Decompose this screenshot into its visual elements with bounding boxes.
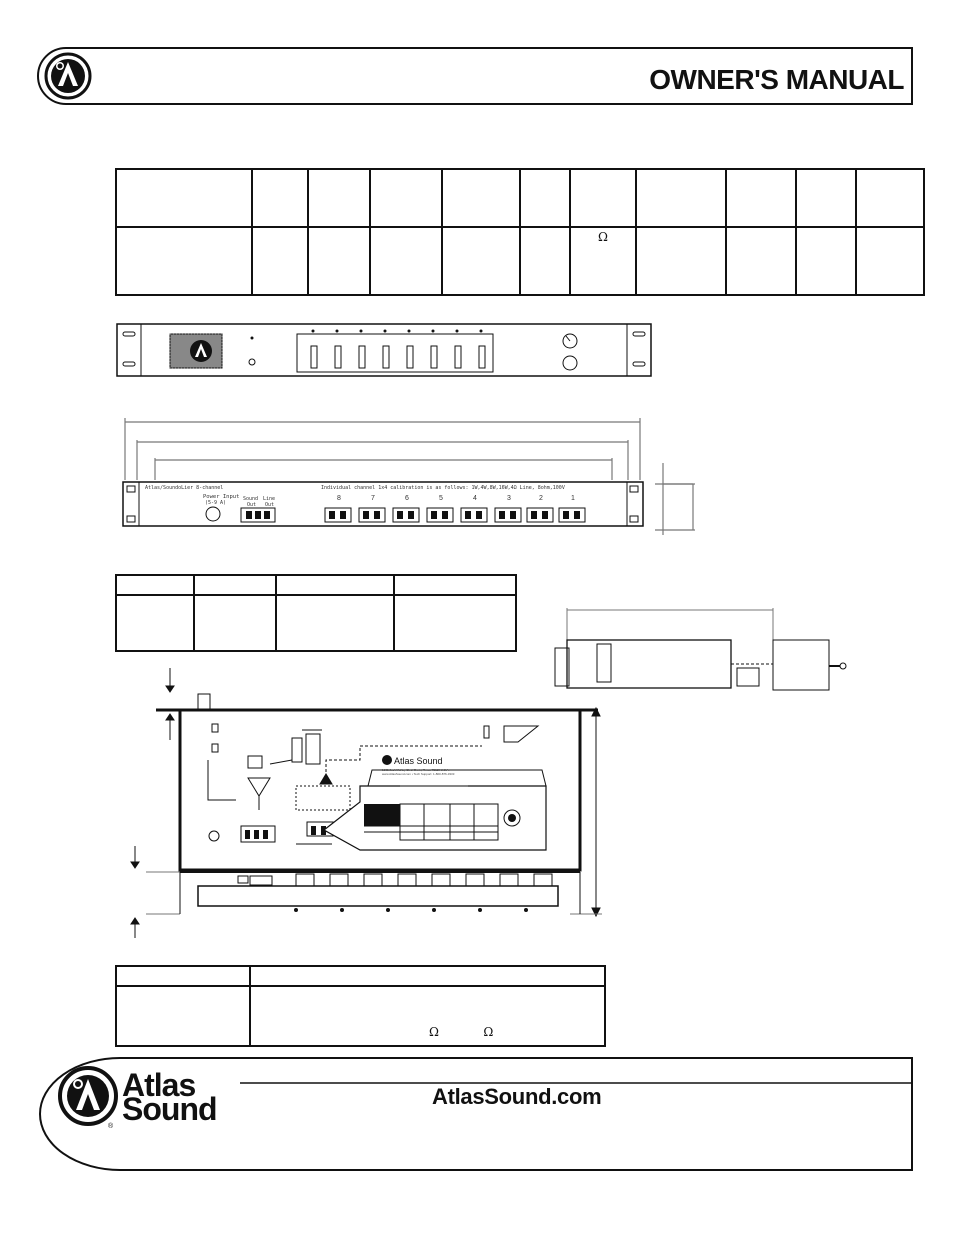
spec-table-bottom: Ω Ω bbox=[115, 965, 606, 1047]
rear-panel-diagram: Atlas/SoundoLier 8-channel Individual ch… bbox=[122, 418, 695, 535]
front-panel-diagram bbox=[116, 323, 652, 377]
ohm-symbol: Ω bbox=[429, 1025, 439, 1039]
spec-table-middle bbox=[115, 574, 517, 652]
rear-channel-number: 6 bbox=[405, 495, 409, 502]
power-input-label: Power Input bbox=[203, 494, 239, 500]
power-knob bbox=[562, 355, 578, 371]
line-out-sub: Out bbox=[265, 502, 274, 508]
atlas-sound-logo-icon bbox=[58, 1066, 118, 1126]
rear-channel-number: 8 bbox=[337, 495, 341, 502]
power-input-sub: (5-9 A) bbox=[205, 500, 226, 506]
speaker-grille bbox=[169, 333, 223, 369]
rear-channel-number: 5 bbox=[439, 495, 443, 502]
header-frame bbox=[37, 47, 913, 105]
page-title: OWNER'S MANUAL bbox=[649, 64, 904, 95]
rear-instruction-text: Individual channel 1x4 calibration is as… bbox=[321, 485, 565, 491]
rear-channel-number: 3 bbox=[507, 495, 511, 502]
footer-frame: ® bbox=[39, 1057, 913, 1171]
rear-channel-number: 2 bbox=[539, 495, 543, 502]
ohm-symbol: Ω bbox=[598, 230, 608, 244]
sound-out-sub: Out bbox=[247, 502, 256, 508]
rear-channel-number: 4 bbox=[473, 495, 477, 502]
line-out-label: Line bbox=[263, 496, 275, 502]
channel-meters bbox=[310, 329, 486, 369]
footer-website-link[interactable]: AtlasSound.com bbox=[432, 1084, 602, 1109]
side-view-diagram bbox=[554, 608, 847, 691]
atlas-logo-icon bbox=[44, 52, 92, 100]
card-address: 1601 Jack McKay Blvd. Ennis, Texas 75119… bbox=[382, 768, 450, 772]
brand-word-atlas: Atlas bbox=[122, 1067, 196, 1103]
brand-word-sound: Sound bbox=[122, 1091, 218, 1127]
svg-text:®: ® bbox=[108, 1122, 114, 1130]
volume-knob bbox=[562, 333, 578, 349]
rear-model-label: Atlas/SoundoLier 8-channel bbox=[145, 485, 223, 491]
rear-channel-number: 1 bbox=[571, 495, 575, 502]
card-logo-icon bbox=[382, 755, 392, 765]
card-brand: Atlas Sound bbox=[394, 756, 443, 766]
rear-channel-number: 7 bbox=[371, 495, 375, 502]
card-contact: www.AtlasSound.com • Tech Support: 1-800… bbox=[382, 772, 455, 776]
sound-out-label: Sound bbox=[243, 496, 258, 502]
ohm-symbol: Ω bbox=[483, 1025, 494, 1039]
wiring-diagram: Atlas Sound 1601 Jack McKay Blvd. Ennis,… bbox=[130, 668, 602, 938]
spec-table-top: Ω bbox=[115, 168, 925, 296]
